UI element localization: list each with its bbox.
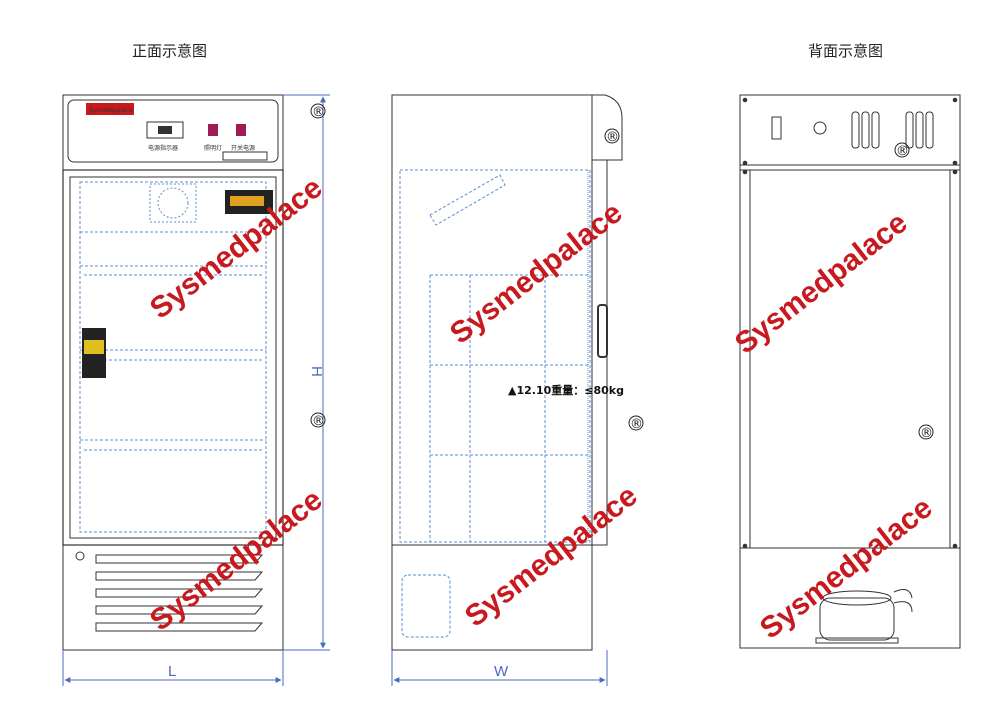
registered-symbol: ® <box>630 417 643 432</box>
front-view <box>62 94 284 651</box>
brand-logo-plate <box>86 103 134 115</box>
panel-badge <box>222 151 268 161</box>
brand-text: Sysmedpalace <box>89 107 133 114</box>
weight-note: ▲12.10重量：≤80kg <box>508 383 624 397</box>
power-indicator-label: 电源指示器 <box>148 144 178 152</box>
registered-symbol: ® <box>312 105 325 120</box>
switch-label: 开关电源 <box>231 144 255 152</box>
side-fan-housing <box>429 174 506 226</box>
registered-marks: ® ® ® ® ® ® <box>310 103 934 441</box>
door-handle <box>597 304 608 358</box>
back-view <box>739 94 961 649</box>
control-panel <box>67 99 279 163</box>
back-vent-right <box>905 111 934 149</box>
registered-symbol: ® <box>312 414 325 429</box>
watermark-text: Sysmedpalace <box>754 491 939 645</box>
temperature-display <box>146 121 184 139</box>
side-compressor <box>401 574 451 638</box>
back-power-socket <box>771 116 782 140</box>
side-inner-chamber <box>399 169 591 543</box>
registered-symbol: ® <box>606 130 619 145</box>
length-label: L <box>168 663 176 680</box>
registered-symbol: ® <box>896 144 909 159</box>
glass-door-inner <box>69 176 277 539</box>
back-view-title: 背面示意图 <box>808 42 884 60</box>
fan-grill <box>157 187 189 219</box>
back-vent-left <box>851 111 880 149</box>
light-switch <box>208 124 218 136</box>
inner-chamber <box>79 181 267 533</box>
watermark-text: Sysmedpalace <box>459 479 644 633</box>
back-cabinet-outline <box>739 94 961 649</box>
back-fuse <box>813 121 827 135</box>
front-dimension-lines <box>62 94 330 686</box>
fan-housing <box>149 183 197 223</box>
lock-icon <box>75 551 85 561</box>
side-top-cap <box>592 94 623 161</box>
height-label: H <box>308 366 325 377</box>
back-compressor <box>815 589 913 644</box>
side-view <box>391 94 623 651</box>
watermarks: Sysmedpalace Sysmedpalace Sysmedpalace S… <box>144 171 939 645</box>
watermark-text: Sysmedpalace <box>729 206 914 360</box>
front-view-title: 正面示意图 <box>132 42 208 60</box>
bottom-grille-section <box>62 544 284 651</box>
registered-symbol: ® <box>920 426 933 441</box>
light-label: 照明灯 <box>204 144 222 152</box>
watermark-text: Sysmedpalace <box>444 196 629 350</box>
width-label: W <box>494 663 509 680</box>
power-switch <box>236 124 246 136</box>
side-dimension-lines <box>391 650 608 686</box>
registered-mark <box>310 103 326 119</box>
